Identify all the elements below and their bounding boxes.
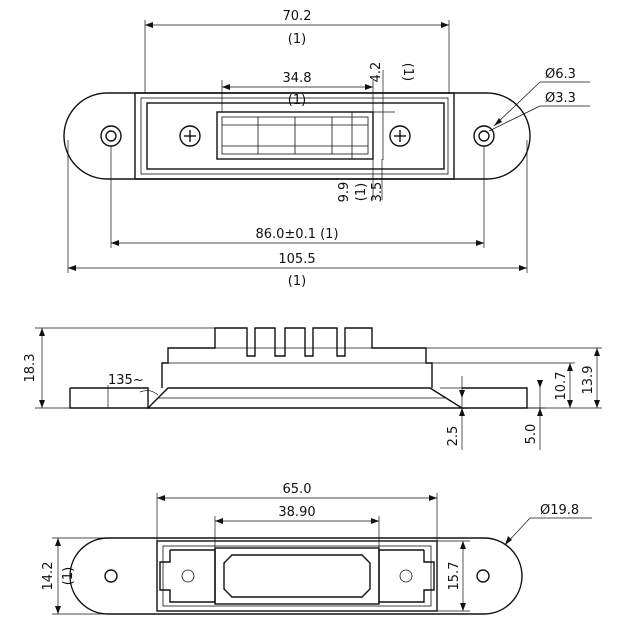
top-body-outer	[134, 92, 455, 180]
dim-105-5-note: (1)	[288, 274, 306, 289]
mounting-hole-icon	[104, 569, 118, 583]
dim-19-8-value: Ø19.8	[540, 503, 579, 518]
top-body-inner	[140, 97, 449, 175]
bottom-housing-outer	[156, 540, 438, 612]
side-view: 18.3 135~ 10.7 13.9	[23, 327, 602, 450]
dim-hole-outer-value: Ø6.3	[545, 67, 576, 82]
dim-34-8-value: 34.8	[283, 71, 312, 86]
mounting-hole-icon	[476, 569, 490, 583]
mounting-hole-icon	[100, 125, 122, 147]
dim-angle-value: 135~	[108, 373, 144, 388]
mounting-hole-icon	[473, 125, 495, 147]
dim-14-2-note: (1)	[61, 567, 76, 585]
top-view: 70.2 (1) 34.8 (1) 4.2 (1) Ø6.3	[63, 9, 590, 289]
dim-3-5-value: 3.5	[370, 182, 385, 203]
dim-86-0: 86.0±0.1 (1)	[110, 146, 485, 248]
bottom-lug-left	[159, 549, 216, 603]
dim-19-8: Ø19.8	[504, 503, 592, 546]
dim-14-2-value: 14.2	[41, 562, 56, 591]
dim-38-90-value: 38.90	[278, 505, 315, 520]
dim-4-2: 4.2 (1)	[360, 62, 415, 160]
bottom-lug-right	[378, 549, 435, 603]
dim-2-5-5-0: 2.5 5.0	[440, 376, 545, 450]
dim-9-9-note: (1)	[354, 183, 369, 201]
dim-4-2-value: 4.2	[369, 62, 384, 83]
dim-15-7-value: 15.7	[447, 562, 462, 591]
dim-15-7: 15.7	[437, 540, 470, 612]
side-body	[161, 327, 433, 388]
bottom-housing-inner	[162, 545, 432, 607]
dim-34-8-note: (1)	[288, 93, 306, 108]
top-faceplate-outline	[63, 92, 531, 180]
dim-70-2: 70.2 (1)	[144, 9, 450, 93]
dim-18-3: 18.3	[23, 327, 215, 409]
dim-angle: 135~	[107, 373, 159, 409]
dim-2-5-value: 2.5	[446, 426, 461, 447]
dim-38-90: 38.90	[214, 505, 380, 548]
dim-9-9: 9.9 (1) 3.5	[337, 112, 385, 202]
dim-4-2-note: (1)	[400, 63, 415, 81]
dim-13-9-value: 13.9	[581, 366, 596, 395]
dim-65-0: 65.0	[156, 482, 438, 541]
bottom-view: 65.0 38.90 Ø19.8 14.2 (1)	[41, 482, 592, 615]
dim-hole-callout: Ø6.3 Ø3.3	[488, 67, 590, 132]
dim-9-9-value: 9.9	[337, 182, 352, 203]
dim-65-0-value: 65.0	[283, 482, 312, 497]
dim-18-3-value: 18.3	[23, 354, 38, 383]
dim-5-0-value: 5.0	[524, 424, 539, 445]
side-flange	[69, 387, 149, 409]
dim-10-7-value: 10.7	[554, 372, 569, 401]
dim-34-8: 34.8 (1)	[221, 71, 374, 112]
top-body-frame	[146, 102, 445, 170]
dim-70-2-note: (1)	[288, 32, 306, 47]
screw-icon	[389, 125, 411, 147]
dim-14-2: 14.2 (1)	[41, 537, 108, 615]
screw-icon	[179, 125, 201, 147]
dim-105-5-value: 105.5	[278, 252, 315, 267]
bottom-window-inner	[223, 554, 371, 598]
screw-icon	[181, 569, 413, 583]
dim-86-0-value: 86.0±0.1 (1)	[255, 227, 338, 242]
side-flange	[462, 387, 528, 409]
dim-70-2-value: 70.2	[283, 9, 312, 24]
bottom-window-outer	[214, 547, 380, 605]
dim-hole-inner-value: Ø3.3	[545, 91, 576, 106]
dim-105-5: 105.5 (1)	[67, 140, 528, 289]
dim-10-7-13-9: 10.7 13.9	[372, 347, 602, 409]
bottom-faceplate-outline	[69, 537, 523, 615]
